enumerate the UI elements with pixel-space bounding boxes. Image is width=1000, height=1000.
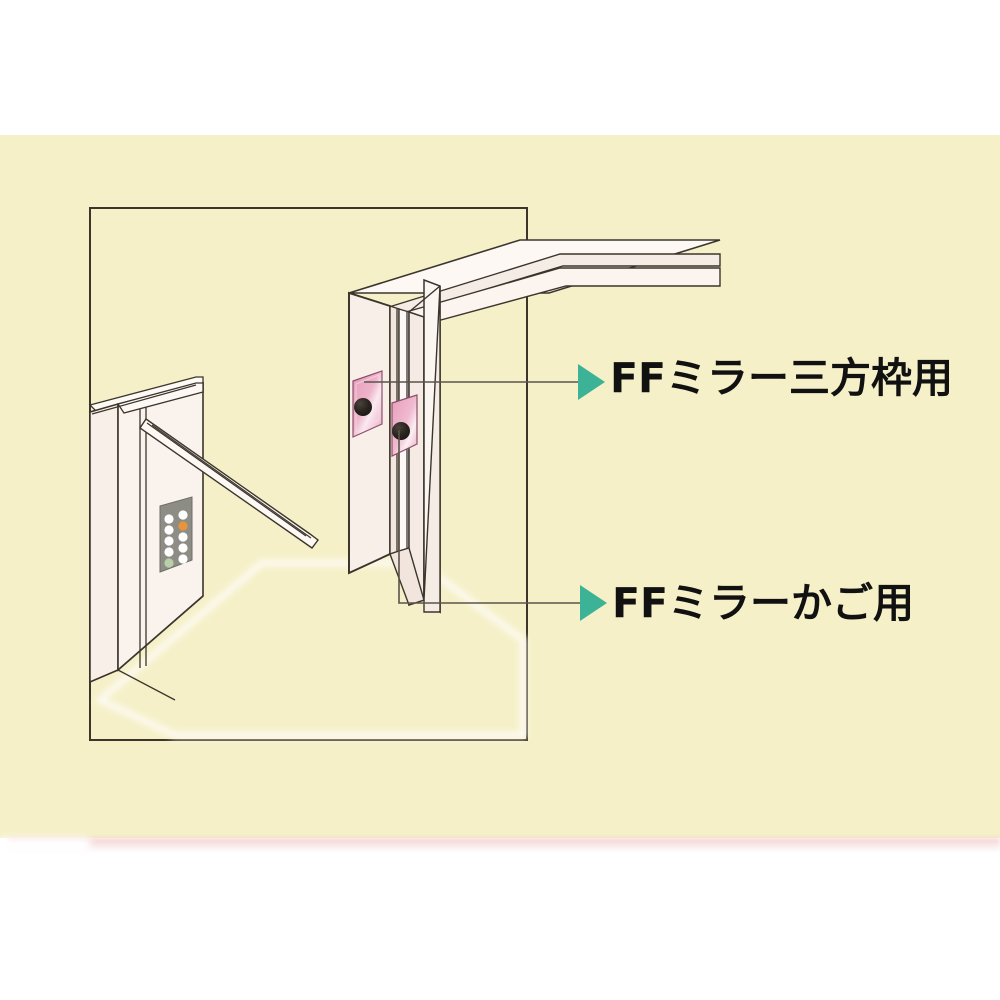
mirror-stud-icon <box>392 422 410 440</box>
panel-button-alt <box>164 558 174 568</box>
panel-button <box>178 532 188 542</box>
callout-label-frame-mirror: FFミラー三方枠用 <box>610 354 954 402</box>
panel-button <box>164 536 174 546</box>
callout-arrow-car-mirror <box>580 585 607 621</box>
card-drop-shadow <box>8 838 1000 852</box>
panel-button <box>178 554 188 564</box>
card-drop-shadow-fade <box>0 838 90 852</box>
callout-arrow-frame-mirror <box>578 364 605 400</box>
frame-mirror-upper <box>352 370 383 438</box>
panel-button <box>164 547 174 557</box>
panel-button <box>178 510 188 520</box>
callout-label-car-mirror: FFミラーかご用 <box>612 579 915 627</box>
panel-button <box>164 525 174 535</box>
mirror-stud-icon <box>354 398 372 416</box>
panel-button <box>164 514 174 524</box>
floor-outline <box>93 559 527 739</box>
elevator-car-wall <box>88 376 319 701</box>
panel-button-accent <box>178 521 188 531</box>
elevator-car-operating-panel <box>159 496 193 573</box>
panel-button <box>178 543 188 553</box>
leader-line-car-mirror <box>398 430 585 604</box>
